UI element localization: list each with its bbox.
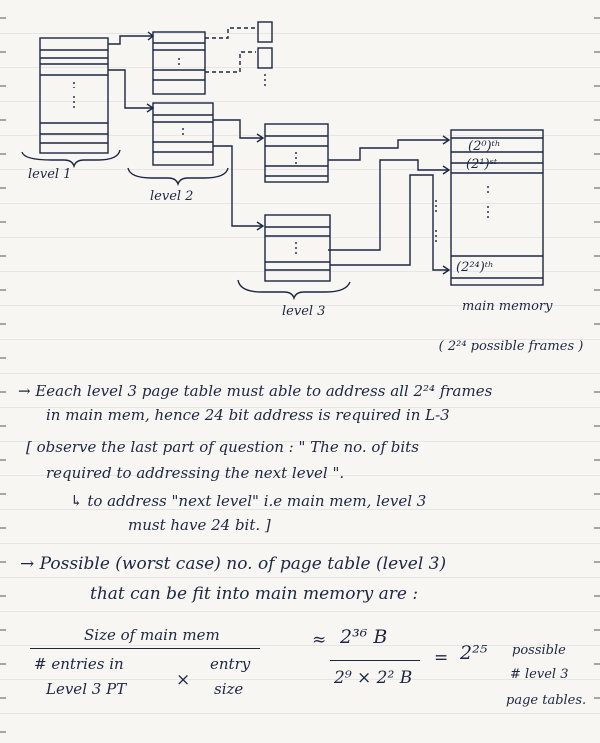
main-memory-label: main memory — [462, 299, 553, 314]
formula-times: × — [176, 670, 191, 690]
formula-result: 2²⁵ — [460, 642, 488, 664]
formula-den-right-1: entry — [210, 655, 251, 673]
level2-table-bottom — [152, 102, 214, 166]
level2-brace — [127, 167, 229, 187]
result-note-1: possible — [512, 643, 566, 658]
note2-line2: required to addressing the next level ". — [46, 464, 345, 482]
level3-brace — [237, 279, 351, 301]
result-note-2: # level 3 — [510, 667, 569, 682]
level1-table — [39, 37, 109, 154]
formula-mid-fraction-line — [330, 660, 420, 661]
frame-last-label: (2²⁴)ᵗʰ — [456, 260, 494, 275]
note2-line4: must have 24 bit. ] — [128, 516, 271, 534]
note3-line2: that can be fit into main memory are : — [90, 584, 419, 604]
formula-mid-denominator: 2⁹ × 2² B — [334, 668, 413, 688]
level3-table-bottom — [264, 214, 331, 282]
formula-lhs-numerator: Size of main mem — [84, 626, 220, 644]
formula-den-left-2: Level 3 PT — [46, 680, 127, 698]
frame-0-label: (2⁰)ᵗʰ — [468, 139, 501, 154]
frame-1-label: (2¹)ˢᵗ — [466, 157, 498, 172]
formula-den-right-2: size — [214, 680, 244, 698]
possible-frames-label: ( 2²⁴ possible frames ) — [438, 339, 584, 354]
level3-label: level 3 — [282, 304, 326, 319]
note2-line3: ↳ to address "next level" i.e main mem, … — [70, 492, 427, 510]
level1-brace — [21, 149, 121, 169]
note1-line2: in main mem, hence 24 bit address is req… — [46, 406, 450, 424]
level2-table-top — [152, 31, 206, 95]
level1-label: level 1 — [28, 167, 72, 182]
formula-den-left-1: # entries in — [34, 655, 124, 673]
level3-table-top — [264, 123, 329, 183]
note1-line1: → Eeach level 3 page table must able to … — [18, 382, 493, 400]
formula-mid-numerator: 2³⁶ B — [340, 626, 388, 648]
result-note-3: page tables. — [506, 693, 587, 708]
formula-eq2: = — [434, 648, 449, 668]
note3-line1: → Possible (worst case) no. of page tabl… — [20, 554, 447, 574]
formula-lhs-fraction-line — [30, 648, 260, 649]
formula-eq1: ≈ — [312, 630, 327, 650]
note2-line1: [ observe the last part of question : " … — [26, 438, 419, 456]
level2-label: level 2 — [150, 189, 194, 204]
main-memory-block — [450, 129, 544, 286]
